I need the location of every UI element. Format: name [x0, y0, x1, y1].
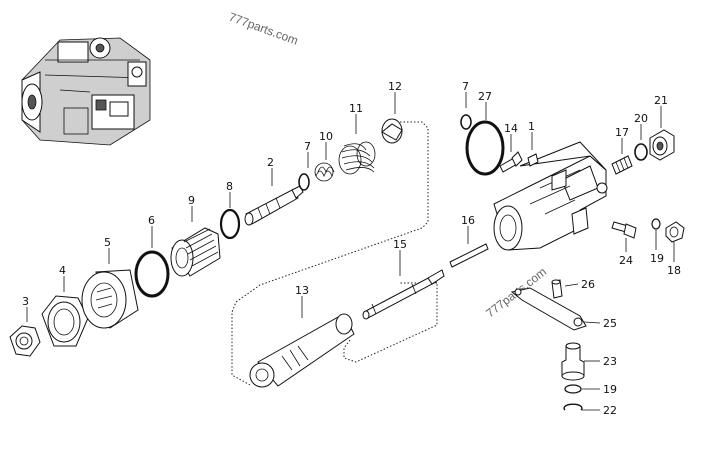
- callout-26: 26: [581, 278, 595, 291]
- part-24-screw: [611, 221, 637, 252]
- part-26-pin: [551, 279, 579, 299]
- callout-2: 2: [267, 156, 274, 169]
- callout-7a: 7: [304, 140, 311, 153]
- part-6-o-ring: [134, 226, 170, 298]
- part-18-plug: [665, 221, 685, 262]
- part-21-plug-nut: [649, 106, 675, 161]
- part-14-screw: [499, 134, 523, 173]
- callout-8: 8: [226, 180, 233, 193]
- callout-22: 22: [603, 404, 617, 417]
- part-16-pin: [449, 226, 489, 268]
- part-10-small-spring: [314, 142, 335, 182]
- part-1-plug: [527, 132, 539, 167]
- callout-6: 6: [148, 214, 155, 227]
- part-11-large-spring: [338, 114, 376, 175]
- part-25-lever: [510, 287, 601, 331]
- part-12-spring-seat: [381, 92, 403, 144]
- callout-23: 23: [603, 355, 617, 368]
- callout-7b: 7: [462, 80, 469, 93]
- callout-17: 17: [615, 126, 629, 139]
- part-13-piston: [249, 296, 355, 388]
- part-15-pushrod: [362, 250, 445, 320]
- callout-15: 15: [393, 238, 407, 251]
- pump-assembly-illustration: [21, 37, 151, 146]
- callout-18: 18: [667, 264, 681, 277]
- callout-21: 21: [654, 94, 668, 107]
- part-7-o-ring-left: [298, 152, 310, 191]
- part-23-cartridge: [561, 342, 600, 381]
- part-2-spool: [244, 168, 304, 226]
- part-9-threaded-sleeve: [170, 206, 221, 277]
- callout-20: 20: [634, 112, 648, 125]
- part-27-large-o-ring: [465, 102, 505, 176]
- callout-4: 4: [59, 264, 66, 277]
- callout-24: 24: [619, 254, 633, 267]
- watermark-top: 777parts.com: [227, 10, 300, 48]
- part-3-nut: [9, 307, 41, 357]
- part-20-o-ring: [634, 124, 648, 161]
- part-17-insert: [611, 138, 633, 175]
- callout-1: 1: [528, 120, 535, 133]
- part-22-snap-ring: [563, 403, 600, 411]
- callout-9: 9: [188, 194, 195, 207]
- control-housing-block: [493, 141, 608, 251]
- part-7-o-ring-right: [460, 92, 472, 130]
- part-4-large-nut: [41, 276, 89, 347]
- callout-11: 11: [349, 102, 363, 115]
- part-8-o-ring: [219, 192, 241, 240]
- callout-12: 12: [388, 80, 402, 93]
- callout-5: 5: [104, 236, 111, 249]
- callout-13: 13: [295, 284, 309, 297]
- callout-16: 16: [461, 214, 475, 227]
- part-19-o-ring-right: [651, 218, 661, 250]
- part-19-o-ring-bottom: [564, 384, 600, 394]
- part-5-bushing: [81, 248, 139, 329]
- callout-27: 27: [478, 90, 492, 103]
- callout-3: 3: [22, 295, 29, 308]
- callout-25: 25: [603, 317, 617, 330]
- callout-14: 14: [504, 122, 518, 135]
- callout-19a: 19: [650, 252, 664, 265]
- callout-10: 10: [319, 130, 333, 143]
- callout-19b: 19: [603, 383, 617, 396]
